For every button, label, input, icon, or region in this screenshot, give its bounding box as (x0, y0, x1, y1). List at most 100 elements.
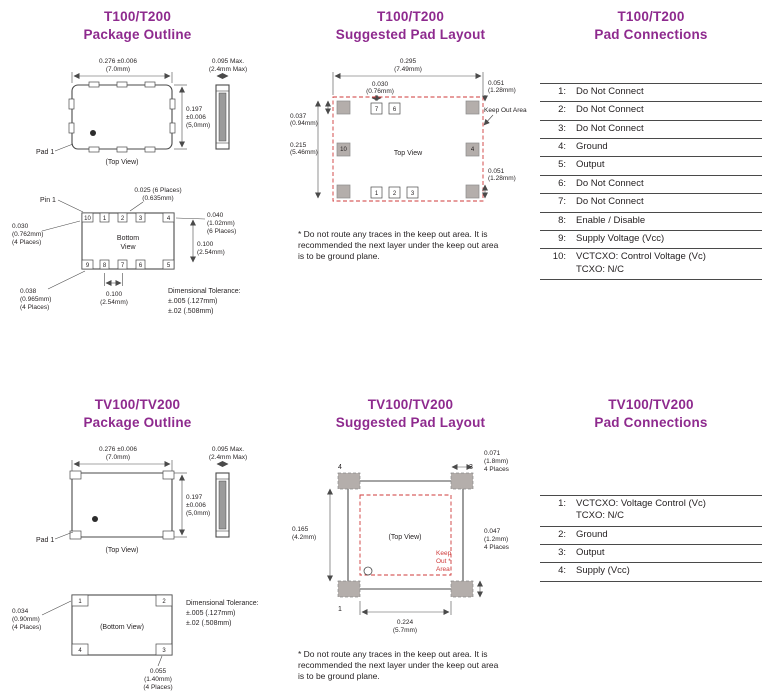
pin-function: Do Not Connect (576, 86, 644, 98)
dim-corner-pad-length: 0.055 (1.40mm) (4 Places) (143, 655, 173, 691)
dim-body-width: 0.276 ±0.006 (7.0mm) (71, 58, 173, 84)
dim-value: 0.051 (488, 168, 505, 175)
dim-body-length: 0.197 ±0.006 (5,0mm) (174, 472, 210, 538)
pin-function: Supply (Vcc) (576, 565, 630, 577)
t-connections-title-line1: T100/T200 (617, 9, 685, 24)
package-top-view (68, 81, 176, 153)
dim-mm: (1.8mm) (484, 458, 508, 465)
dim-body-length: 0.197 ±0.006 (5,0mm) (174, 84, 210, 150)
dim-pad-height-bottom: 0.051 (1.28mm) (482, 168, 516, 199)
tv-connections-title: TV100/TV200 Pad Connections (540, 396, 762, 431)
pin-function-line2: TCXO: N/C (576, 510, 625, 522)
dim-pad-height: 0.047 (1.2mm) 4 Places (477, 528, 510, 598)
dim-value: 0.165 (292, 526, 309, 533)
top-view-label: (Top View) (389, 534, 422, 541)
dimensional-tolerance: Dimensional Tolerance: ±.005 (.127mm) ±.… (186, 600, 259, 627)
pin-number: 1: (558, 498, 566, 510)
dim-mm: (5.46mm) (290, 149, 318, 156)
t-padlayout-title-line1: T100/T200 (376, 9, 445, 24)
dim-value: 0.034 (12, 608, 29, 615)
package-body (347, 480, 464, 590)
pin-function: Do Not Connect (576, 104, 644, 116)
pad-connection-row: 2: Do Not Connect (540, 102, 762, 121)
tv-padlayout-title-line2: Suggested Pad Layout (335, 414, 486, 430)
pad-number: 3 (411, 191, 415, 197)
pin-number: 1: (558, 86, 566, 98)
pad-connection-row: 4:Supply (Vcc) (540, 563, 762, 582)
pin-function-line2: TCXO: N/C (576, 263, 625, 275)
pin-number: 2: (558, 104, 566, 116)
bottom-view-label-line2: View (120, 244, 136, 251)
dim-pad-height-top: 0.051 (1.28mm) (482, 80, 516, 102)
dim-value: 0.030 (12, 223, 29, 230)
pad-number: 2 (121, 216, 125, 222)
dim-value: 0.047 (484, 528, 501, 535)
pad-connection-row: 8:Enable / Disable (540, 213, 762, 231)
section-tv-package-outline: TV100/TV200 Package Outline 0.276 ±0.006… (10, 396, 265, 693)
dim-body-height-mm: (2.4mm Max) (209, 66, 247, 73)
layout-pads (337, 472, 474, 598)
dim-pad-width: 0.030 (0.76mm) (366, 81, 394, 102)
tolerance-line3: ±.02 (.508mm) (186, 620, 231, 627)
dim-mm: (5,0mm) (186, 510, 210, 517)
dim-corner-pad-length: 0.038 (0.965mm) (4 Places) (20, 270, 86, 311)
tv-outline-drawing: 0.276 ±0.006 (7.0mm) 0.095 Max. (2.4mm M… (12, 446, 259, 691)
t-pad-layout-drawing: 0.295 (7.49mm) 0.030 (0.76mm) 7 6 (290, 58, 527, 202)
pad-number: 1 (78, 599, 82, 605)
dim-mm: (0.94mm) (290, 120, 318, 127)
pin-function: VCTCXO: Control Voltage (Vc) TCXO: N/C (576, 251, 706, 276)
keep-out-note: * Do not route any traces in the keep ou… (298, 229, 499, 262)
dim-mm: (2.4mm Max) (209, 454, 247, 461)
t-padlayout-title-line2: Suggested Pad Layout (335, 26, 486, 42)
dim-body-length-tol: ±0.006 (186, 114, 206, 121)
pad-number: 3 (162, 648, 166, 654)
dim-mm: (1.28mm) (488, 175, 516, 182)
dim-mm: (1.02mm) (207, 220, 235, 227)
pin-number: 7: (558, 196, 566, 208)
pad-connection-row: 2:Ground (540, 527, 762, 546)
pin-number: 9: (558, 232, 566, 244)
pad-number: 10 (84, 216, 91, 222)
pin-number: 3: (558, 122, 566, 134)
pad-number: 7 (375, 107, 379, 113)
pad-number: 5 (167, 263, 171, 269)
pin-function: Do Not Connect (576, 122, 644, 134)
pad1-label: Pad 1 (36, 537, 54, 544)
t-connections-title: T100/T200 Pad Connections (540, 8, 762, 43)
dim-body-length-mm: (5,0mm) (186, 122, 210, 129)
tv-pad-connections-table: 1: VCTCXO: Voltage Control (Vc) TCXO: N/… (540, 495, 762, 582)
bottom-view-label-line1: Bottom (117, 235, 139, 242)
pad-number: 10 (340, 147, 347, 153)
section-t-package-outline: T100/T200 Package Outline 0.276 ±0.006 (… (10, 8, 265, 317)
dim-mm: (1.40mm) (144, 676, 172, 683)
pad-connection-row: 10: VCTCXO: Control Voltage (Vc) TCXO: N… (540, 249, 762, 280)
dim-pad-pitch-bottom: 0.100 (2.54mm) (100, 273, 128, 306)
dim-body-width-value: 0.276 ±0.006 (99, 58, 137, 65)
dim-value: 0.040 (207, 212, 224, 219)
dim-mm: (1.2mm) (484, 536, 508, 543)
section-t-pad-connections: T100/T200 Pad Connections 1: Do Not Conne… (540, 8, 762, 280)
pad-number: 8 (103, 263, 107, 269)
pad-connection-row: 3: Do Not Connect (540, 121, 762, 140)
dim-layout-width: 0.224 (5.7mm) (359, 601, 452, 634)
dim-mm: (0.90mm) (12, 616, 40, 623)
keep-out-line3: Area (436, 566, 450, 573)
pad-number: 6 (393, 107, 397, 113)
pin-function: Enable / Disable (576, 214, 646, 226)
dim-places: 4 Places (484, 466, 510, 473)
dim-value: 0.100 (106, 291, 123, 298)
tolerance-line3: ±.02 (.508mm) (168, 308, 213, 315)
pin-number: 5: (558, 159, 566, 171)
dim-value: 0.224 (397, 619, 414, 626)
pad-number: 3 (139, 216, 143, 222)
pad-number: 4 (471, 147, 475, 153)
dim-places: (4 Places) (20, 304, 49, 311)
dim-body-height: 0.095 Max. (2.4mm Max) (209, 58, 247, 80)
dim-mm: (4.2mm) (292, 534, 316, 541)
dim-body-height-value: 0.095 Max. (212, 58, 244, 65)
dim-mm: (7.49mm) (394, 66, 422, 73)
pin-function: Ground (576, 141, 608, 153)
dim-value: 0.100 (197, 241, 214, 248)
pad-connection-row: 3:Output (540, 545, 762, 564)
pin1-label: Pin 1 (40, 197, 56, 204)
